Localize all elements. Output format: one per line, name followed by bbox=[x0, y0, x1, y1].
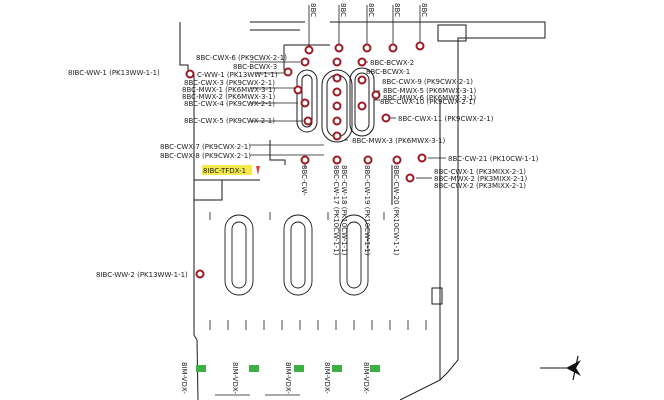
connector-lines bbox=[250, 5, 446, 179]
bottom-labels: 8IM-VDX- 8IM-VDX- 8IM-VDX- 8IM-VDX- 8IM-… bbox=[180, 362, 370, 394]
building-outline bbox=[179, 21, 575, 400]
bottom-label: 8IM-VDX- bbox=[362, 362, 370, 394]
label-cwx6: 8BC-CWX-6 (PK9CWX-2-1) bbox=[196, 54, 287, 62]
pit-marker[interactable] bbox=[415, 41, 425, 51]
label-cwx2: 8BC-CWX-2 (PK3MIXX-2-1) bbox=[434, 182, 526, 190]
lane-dashes bbox=[209, 212, 427, 396]
label-ww1: 8IBC-WW-1 (PK13WW-1-1) bbox=[68, 69, 160, 77]
label-cw19: 8BC-CW-19 (PK10CW-1-1) bbox=[363, 165, 371, 256]
label-cwx11: 8BC-CWX-11 (PK9CWX-2-1) bbox=[398, 115, 494, 123]
label-ww1b: C-WW-1 (PK13WW-1-1) bbox=[197, 71, 278, 79]
bottom-label: 8IM-VDX- bbox=[180, 362, 188, 394]
label-cwx3: 8BC-CWX-3 (PK9CWX-2-1) bbox=[184, 79, 275, 87]
top-label: 8BC bbox=[309, 3, 317, 17]
cw-vertical-labels: 8BC-CW- 8BC-CW-17 (PK10CW-1-1) 8BC-CW-18… bbox=[300, 165, 400, 256]
top-label: 8BC bbox=[339, 3, 347, 17]
label-bcwx1: 8BC-BCWX-1 bbox=[366, 68, 410, 76]
label-cwx1: 8BC-CWX-1 (PK3MIXX-2-1) bbox=[434, 168, 526, 176]
pit-marker[interactable] bbox=[293, 85, 303, 95]
bottom-label: 8IM-VDX- bbox=[231, 362, 239, 394]
left-labels: 8IBC-WW-1 (PK13WW-1-1) C-WW-1 (PK13WW-1-… bbox=[68, 54, 287, 279]
top-labels: 8BC 8BC 8BC 8BC 8BC bbox=[309, 3, 428, 17]
pit-marker[interactable] bbox=[332, 155, 342, 165]
pit-marker[interactable] bbox=[332, 57, 342, 67]
pit-marker[interactable] bbox=[417, 153, 427, 163]
label-cw17: 8BC-CW-17 (PK10CW-1-1) bbox=[332, 165, 340, 256]
label-cwx7: 8BC-CWX-7 (PK9CWX-2-1) bbox=[160, 143, 251, 151]
label-mwx3: 8BC-MWX-3 (PK6MWX-3-1) bbox=[352, 137, 446, 145]
label-mwx1: 8BC-MWX-1 (PK6MWX-3-1) bbox=[182, 86, 276, 94]
pit-marker[interactable] bbox=[195, 269, 205, 279]
green-markers bbox=[196, 365, 380, 372]
label-bcwx3: 8BC-BCWX-3 bbox=[233, 63, 277, 71]
pit-marker[interactable] bbox=[334, 43, 344, 53]
pit-marker[interactable] bbox=[185, 69, 195, 79]
pit-marker[interactable] bbox=[332, 87, 342, 97]
label-cwx5: 8BC-CWX-5 (PK9CWX-2-1) bbox=[184, 117, 275, 125]
pit-markers bbox=[185, 41, 427, 279]
label-cw21: 8BC-CW-21 (PK10CW-1-1) bbox=[448, 155, 539, 163]
label-cw: 8BC-CW- bbox=[300, 165, 308, 196]
label-cw20: 8BC-CW-20 (PK10CW-1-1) bbox=[392, 165, 400, 256]
pit-marker[interactable] bbox=[362, 43, 372, 53]
label-mwx2: 8BC-MWX-2 (PK6MWX-3-1) bbox=[182, 93, 276, 101]
parking-stalls bbox=[224, 214, 369, 296]
label-cwx9: 8BC-CWX-9 (PK9CWX-2-1) bbox=[382, 78, 473, 86]
pit-marker[interactable] bbox=[332, 73, 342, 83]
pit-marker[interactable] bbox=[363, 155, 373, 165]
pit-marker[interactable] bbox=[300, 155, 310, 165]
label-cwx8: 8BC-CWX-8 (PK9CWX-2-1) bbox=[160, 152, 251, 160]
top-label: 8BC bbox=[393, 3, 401, 17]
pit-marker[interactable] bbox=[300, 57, 310, 67]
pit-marker[interactable] bbox=[357, 57, 367, 67]
label-cwx4: 8BC-CWX-4 (PK9CWX-2-1) bbox=[184, 100, 275, 108]
pit-marker[interactable] bbox=[357, 75, 367, 85]
label-ww2: 8IBC-WW-2 (PK13WW-1-1) bbox=[96, 271, 188, 279]
pit-marker[interactable] bbox=[304, 45, 314, 55]
pit-marker[interactable] bbox=[392, 155, 402, 165]
label-mwx2b: 8BC-MWX-2 (PK3MIXX-2-1) bbox=[434, 175, 527, 183]
pit-marker[interactable] bbox=[303, 116, 313, 126]
pit-marker[interactable] bbox=[332, 101, 342, 111]
label-tfdx1: 8IBC-TFDX-1 bbox=[203, 167, 246, 175]
right-labels: 8BC-BCWX-2 8BC-BCWX-1 8BC-CWX-9 (PK9CWX-… bbox=[352, 59, 539, 190]
top-label: 8BC bbox=[420, 3, 428, 17]
red-arrow-icon bbox=[256, 166, 260, 175]
bottom-label: 8IM-VDX- bbox=[284, 362, 292, 394]
label-cw18: 8BC-CW-18 (PK10CW-1-1) bbox=[340, 165, 348, 256]
pit-marker[interactable] bbox=[332, 131, 342, 141]
label-cwx10: 8BC-CWX-10 (PK9CWX-2-1) bbox=[380, 98, 476, 106]
label-mwx5: 8BC-MWX-5 (PK6MWX-3-1) bbox=[383, 87, 477, 95]
pit-marker[interactable] bbox=[405, 173, 415, 183]
pit-marker[interactable] bbox=[388, 43, 398, 53]
pit-marker[interactable] bbox=[357, 101, 367, 111]
label-mwx6: 8BC-MWX-6 (PK6MWX-3-1) bbox=[383, 94, 477, 102]
label-bcwx2: 8BC-BCWX-2 bbox=[370, 59, 414, 67]
pit-marker[interactable] bbox=[381, 113, 391, 123]
tfdx-highlight bbox=[202, 165, 252, 175]
pit-marker[interactable] bbox=[300, 98, 310, 108]
north-arrow-icon bbox=[566, 355, 581, 381]
pit-marker[interactable] bbox=[332, 116, 342, 126]
bottom-label: 8IM-VDX- bbox=[323, 362, 331, 394]
pit-marker[interactable] bbox=[283, 67, 293, 77]
top-label: 8BC bbox=[367, 3, 375, 17]
pit-marker[interactable] bbox=[371, 90, 381, 100]
